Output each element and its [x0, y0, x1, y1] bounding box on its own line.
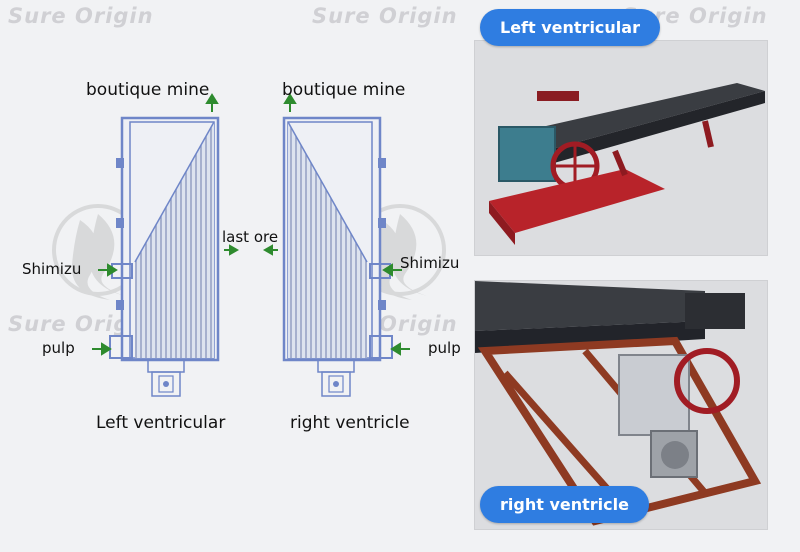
left-caption: Left ventricular — [96, 413, 226, 433]
left-top-label: boutique mine — [86, 80, 210, 100]
left-bottom-side-label: pulp — [42, 339, 75, 357]
right-side-label: Shimizu — [400, 254, 460, 272]
right-caption: right ventricle — [290, 413, 410, 433]
left-ventricular-photo — [474, 40, 768, 256]
left-table — [109, 116, 220, 397]
center-label: last ore — [222, 228, 279, 246]
shaking-table-illustration — [475, 41, 767, 255]
bottom-photo-caption: right ventricle — [480, 486, 649, 523]
logo-watermark — [52, 204, 144, 300]
left-side-label: Shimizu — [22, 260, 82, 278]
shaking-table-diagram — [52, 93, 446, 397]
right-table — [282, 116, 393, 397]
flow-arrows — [92, 93, 410, 356]
watermark: Sure Origin — [312, 4, 458, 28]
right-bottom-side-label: pulp — [428, 339, 461, 357]
right-top-label: boutique mine — [282, 80, 406, 100]
watermark: Sure Origin — [8, 4, 154, 28]
top-photo-caption: Left ventricular — [480, 9, 660, 46]
